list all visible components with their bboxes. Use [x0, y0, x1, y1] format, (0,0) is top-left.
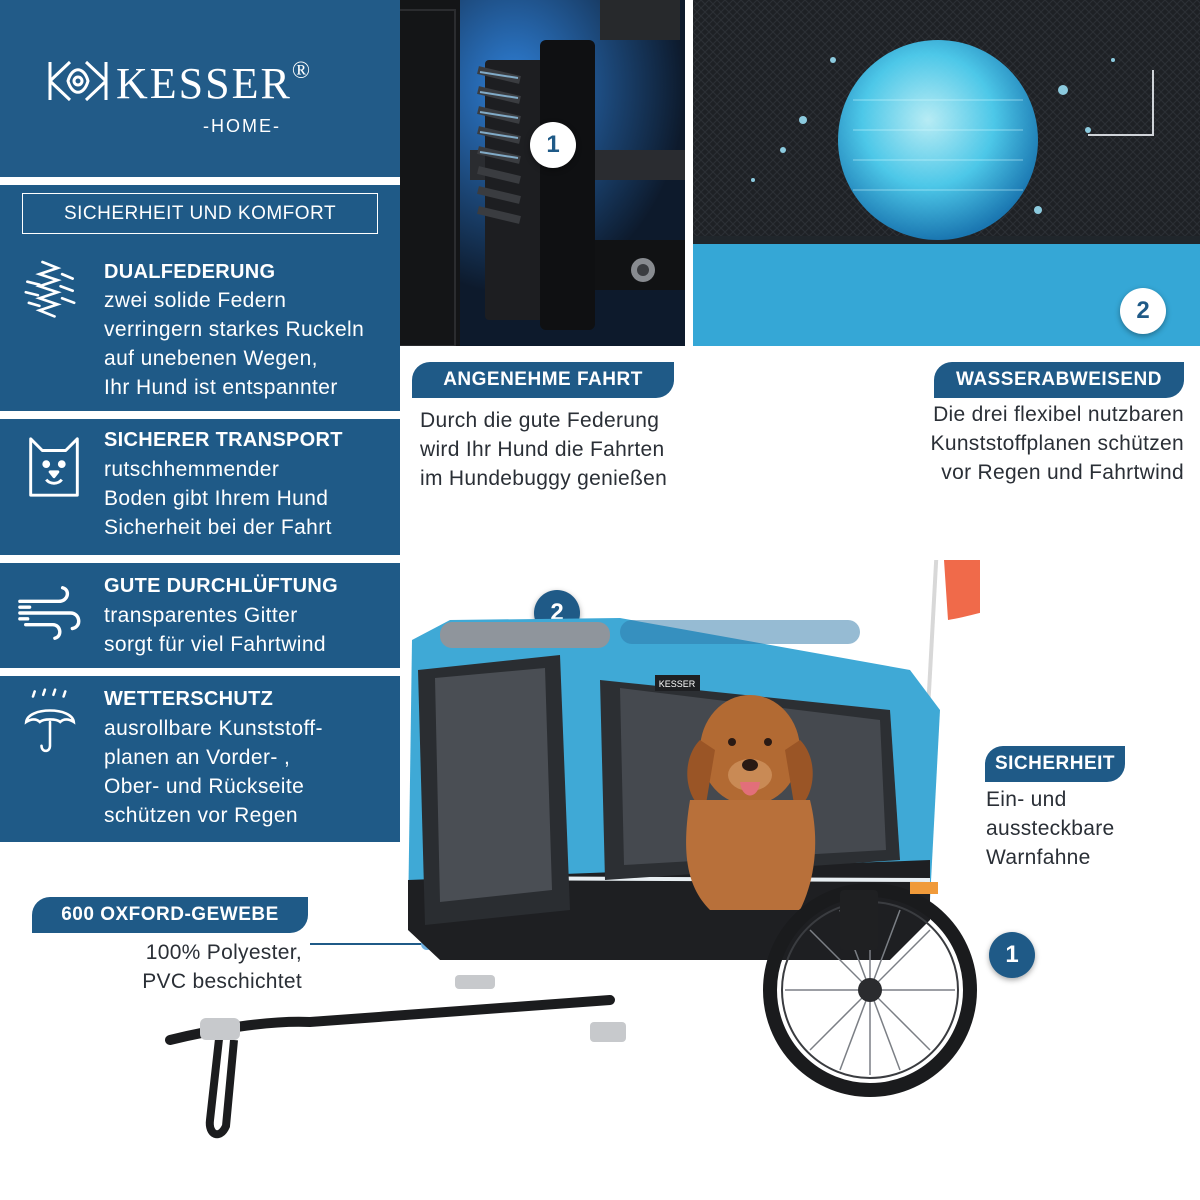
brand-header: KESSER® -HOME- [0, 0, 400, 185]
safety-flag-icon [926, 560, 980, 711]
wheel-icon [763, 882, 977, 1097]
feature-sicherer-transport: SICHERER TRANSPORT rutschhemmender Boden… [0, 419, 400, 555]
badge-one-suspension: 1 [530, 122, 576, 168]
feature-description: zwei solide Federn verringern starkes Ru… [104, 289, 365, 399]
divider [0, 411, 400, 419]
feature-title: DUALFEDERUNG [104, 261, 276, 283]
wind-icon [18, 586, 81, 640]
spring-closeup-illustration [400, 0, 685, 346]
suspension-photo: 1 [400, 0, 685, 346]
product-brand-label: KESSER [659, 679, 696, 689]
callout-text-oxford-gewebe: 100% Polyester, PVC beschichtet [142, 941, 302, 993]
dog-image [686, 695, 816, 910]
divider [0, 177, 400, 185]
feature-title: GUTE DURCHLÜFTUNG [104, 575, 338, 597]
callout-label-sicherheit: SICHERHEIT [985, 746, 1125, 782]
badge-two-waterproof: 2 [1120, 288, 1166, 334]
feature-description: ausrollbare Kunststoff- planen an Vorder… [104, 717, 323, 827]
divider [0, 555, 400, 563]
callout-pointer-line [310, 943, 425, 945]
callout-text-wasserabweisend: Die drei flexibel nutzbaren Kunststoffpl… [930, 403, 1184, 484]
waterproof-photo: 2 [693, 0, 1200, 346]
section-header-bg [0, 185, 400, 245]
spring-icon [24, 260, 76, 318]
callout-text-angenehme-fahrt: Durch die gute Federung wird Ihr Hund di… [420, 409, 668, 490]
dog-trailer-illustration: KESSER [165, 560, 980, 1139]
dog-icon [29, 437, 79, 497]
feature-dualfederung: DUALFEDERUNG zwei solide Federn verringe… [0, 245, 400, 411]
brand-subline: -HOME- [203, 116, 281, 136]
callout-label-wasserabweisend: WASSERABWEISEND [934, 362, 1184, 398]
brand-name: KESSER® [116, 58, 313, 108]
umbrella-icon [24, 688, 76, 753]
callout-label-oxford-gewebe: 600 OXFORD-GEWEBE [32, 897, 308, 933]
feature-durchlueftung: GUTE DURCHLÜFTUNG transparentes Gitter s… [0, 563, 400, 668]
water-splash-illustration [693, 0, 1200, 346]
callout-label-angenehme-fahrt: ANGENEHME FAHRT [412, 362, 674, 398]
feature-title: SICHERER TRANSPORT [104, 429, 343, 451]
feature-title: WETTERSCHUTZ [104, 688, 274, 710]
callout-text-sicherheit: Ein- und aussteckbare Warnfahne [986, 788, 1115, 869]
feature-description: transparentes Gitter sorgt für viel Fahr… [104, 604, 327, 656]
badge-one-wheel: 1 [989, 932, 1035, 978]
feature-wetterschutz: WETTERSCHUTZ ausrollbare Kunststoff- pla… [0, 676, 400, 842]
feature-description: rutschhemmender Boden gibt Ihrem Hund Si… [104, 458, 332, 539]
section-title: SICHERHEIT UND KOMFORT [22, 193, 378, 234]
kesser-logo-icon [48, 60, 108, 102]
divider [0, 668, 400, 676]
